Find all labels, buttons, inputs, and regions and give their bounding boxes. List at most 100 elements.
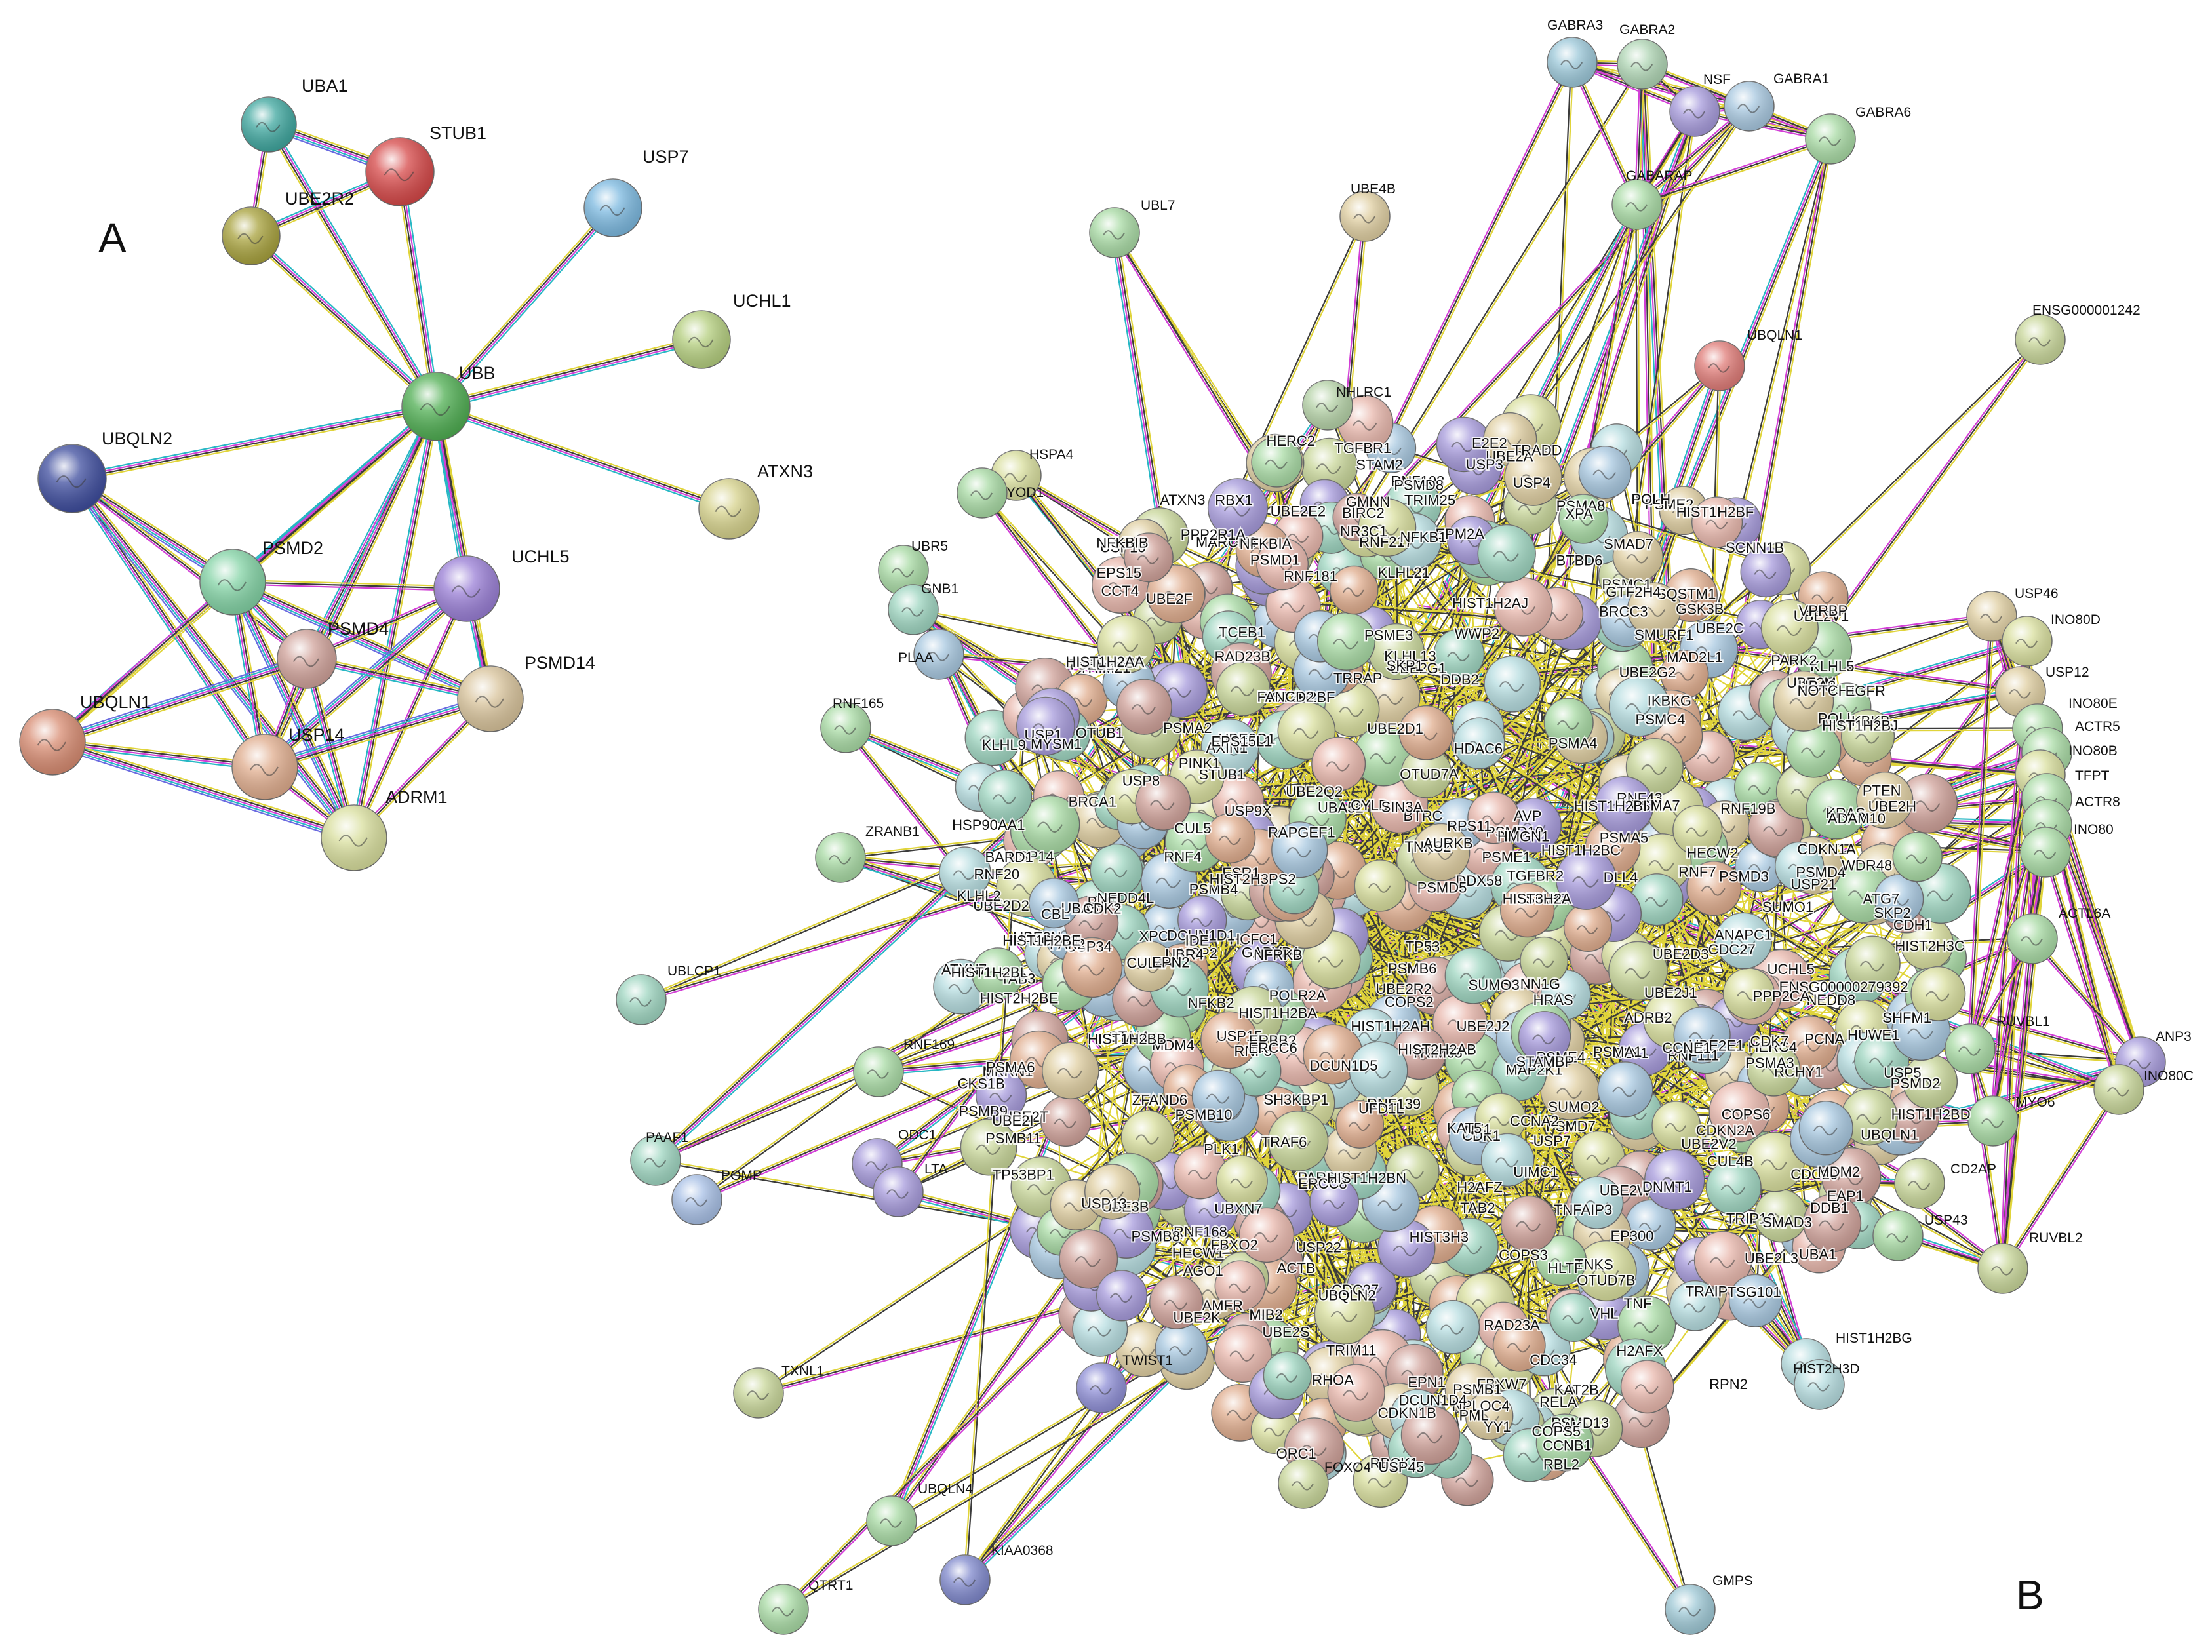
node-b-cluster-1[interactable] [1507, 798, 1562, 853]
node-b-ruvbl2[interactable] [1977, 1243, 2028, 1294]
panel-a: A UBA1STUB1UBE2R2USP7UCHL1UBBUBQLN2ATXN3… [19, 76, 813, 871]
node-b-cluster-490[interactable] [1263, 1351, 1312, 1400]
node-b-cluster-157[interactable] [1484, 655, 1541, 713]
label-b-cluster-hist1h2bf: HIST1H2BF [1676, 503, 1754, 520]
node-a-uchl1[interactable] [672, 310, 731, 369]
node-a-psmd4[interactable] [277, 629, 337, 689]
node-b-cluster-114[interactable] [1693, 1230, 1752, 1289]
node-a-psmd14[interactable] [457, 665, 524, 732]
node-b-ublcp1[interactable] [616, 974, 667, 1025]
node-b-myo6[interactable] [1967, 1095, 2019, 1147]
node-a-atxn3[interactable] [698, 478, 760, 540]
node-b-ubqln1[interactable] [1694, 340, 1745, 391]
node-b-actl6a[interactable] [2007, 913, 2058, 964]
label-b-cluster-rnf181: RNF181 [1284, 568, 1337, 585]
node-a-uchl5[interactable] [433, 555, 500, 622]
node-a-ube2r2[interactable] [222, 206, 281, 266]
node-b-foxo4[interactable] [1278, 1458, 1329, 1509]
node-b-cluster-501[interactable] [1477, 524, 1536, 583]
node-b-cluster-101[interactable] [1115, 1321, 1172, 1377]
node-a-ubb[interactable] [401, 372, 471, 441]
label-b-cluster-hist1h2bc: HIST1H2BC [1541, 842, 1621, 858]
label-b-cluster-ube2f: UBE2F [1146, 591, 1193, 607]
node-b-cluster-435[interactable] [978, 770, 1033, 824]
node-b-gmps[interactable] [1665, 1584, 1716, 1635]
node-b-cluster-483[interactable] [1500, 1195, 1558, 1252]
node-b-gabra1[interactable] [1724, 81, 1775, 132]
node-b-gabra3[interactable] [1547, 37, 1598, 88]
label-b-gabarap: GABARAP [1626, 168, 1693, 184]
node-b-cluster-281[interactable] [1090, 843, 1143, 897]
node-a-adrm1[interactable] [321, 804, 387, 871]
label-b-cluster-uchl5: UCHL5 [1768, 961, 1815, 977]
node-b-cluster-513[interactable] [1798, 1101, 1853, 1156]
node-b-ensg[interactable] [2015, 314, 2066, 365]
node-b-ino80[interactable] [2020, 827, 2071, 878]
edge-b-gabra3-gabarap [1569, 60, 1640, 206]
node-b-cluster-392[interactable] [1578, 445, 1632, 500]
label-b-gnb1: GNB1 [921, 581, 958, 597]
label-b-cluster-sin3a: SIN3A [1381, 799, 1423, 816]
label-b-cluster-ddb1: DDB1 [1810, 1200, 1849, 1216]
node-b-zranb1[interactable] [815, 832, 866, 883]
node-b-gabarap[interactable] [1611, 179, 1663, 230]
node-b-txnl1[interactable] [733, 1367, 784, 1419]
node-b-cluster-2[interactable] [1540, 1061, 1600, 1120]
node-b-cluster-381[interactable] [1597, 1061, 1653, 1118]
node-b-cluster-333[interactable] [1425, 1300, 1480, 1354]
node-b-usp43[interactable] [1872, 1210, 1924, 1261]
node-a-uba1[interactable] [241, 96, 297, 153]
node-a-usp7[interactable] [583, 178, 642, 237]
edge-ubqln2-adrm1 [68, 475, 359, 842]
node-b-cluster-448[interactable] [1563, 903, 1613, 952]
label-b-cluster-ube2c: UBE2C [1695, 620, 1743, 637]
label-b-cluster-hist1h2be: HIST1H2BE [1002, 933, 1081, 949]
node-b-gabra2[interactable] [1617, 39, 1668, 90]
label-b-hist2h3d: HIST2H3D [1793, 1362, 1860, 1377]
label-b-cluster-pcna: PCNA [1804, 1031, 1844, 1048]
node-b-cluster-510[interactable] [1311, 736, 1366, 791]
node-a-ubqln2[interactable] [37, 444, 107, 513]
edge-ubb-stub1 [396, 170, 440, 408]
node-b-ruvbl1[interactable] [1945, 1023, 1996, 1074]
label-b-cluster-psme3: PSME3 [1364, 627, 1413, 644]
node-b-rnf169[interactable] [853, 1046, 904, 1097]
node-b-yod1[interactable] [957, 467, 1008, 519]
node-b-cluster-514[interactable] [1205, 813, 1256, 864]
node-b-twist1[interactable] [1076, 1362, 1127, 1413]
label-b-cluster-wdr48: WDR48 [1842, 857, 1892, 874]
node-b-ube4b[interactable] [1339, 191, 1391, 242]
node-b-lta[interactable] [873, 1166, 924, 1217]
label-b-cluster-tnf: TNF [1624, 1295, 1652, 1312]
node-b-cluster-335[interactable] [1354, 859, 1406, 912]
node-b-cluster-39[interactable] [1433, 629, 1485, 680]
label-b-cluster-brca1: BRCA1 [1069, 793, 1116, 810]
node-b-gabra6[interactable] [1805, 113, 1856, 165]
node-b-cluster-354[interactable] [1042, 1042, 1099, 1100]
node-b-cluster-337[interactable] [1728, 1274, 1783, 1328]
node-b-cluster-75[interactable] [1301, 437, 1358, 495]
label-b-cluster-rps11: RPS11 [1447, 818, 1491, 835]
node-b-cluster-444[interactable] [1620, 1360, 1674, 1414]
node-a-usp14[interactable] [231, 734, 298, 800]
node-b-cluster-357[interactable] [1215, 1155, 1268, 1208]
node-b-cluster-391[interactable] [1444, 947, 1502, 1004]
node-b-ubl7[interactable] [1089, 207, 1140, 258]
panel-a-letter: A [98, 214, 127, 262]
node-b-ubqln4[interactable] [866, 1495, 917, 1546]
node-a-ubqln1[interactable] [19, 709, 86, 776]
node-b-kiaa0368[interactable] [939, 1554, 991, 1605]
label-b-foxo4: FOXO4 [1324, 1460, 1372, 1475]
node-b-cd2ap[interactable] [1894, 1158, 1945, 1209]
node-b-qtrt1[interactable] [758, 1584, 809, 1635]
node-b-cluster-474[interactable] [1096, 1270, 1148, 1322]
node-b-ino80c[interactable] [2093, 1064, 2144, 1115]
node-b-nsf[interactable] [1669, 86, 1720, 137]
node-a-psmd2[interactable] [199, 549, 266, 616]
node-b-pomp[interactable] [671, 1174, 722, 1225]
node-b-ino80d[interactable] [2002, 616, 2053, 667]
label-b-plaa: PLAA [898, 650, 934, 665]
node-b-cluster-407[interactable] [1892, 831, 1943, 882]
node-a-stub1[interactable] [365, 137, 435, 206]
label-b-cluster-vhl: VHL [1590, 1305, 1619, 1322]
